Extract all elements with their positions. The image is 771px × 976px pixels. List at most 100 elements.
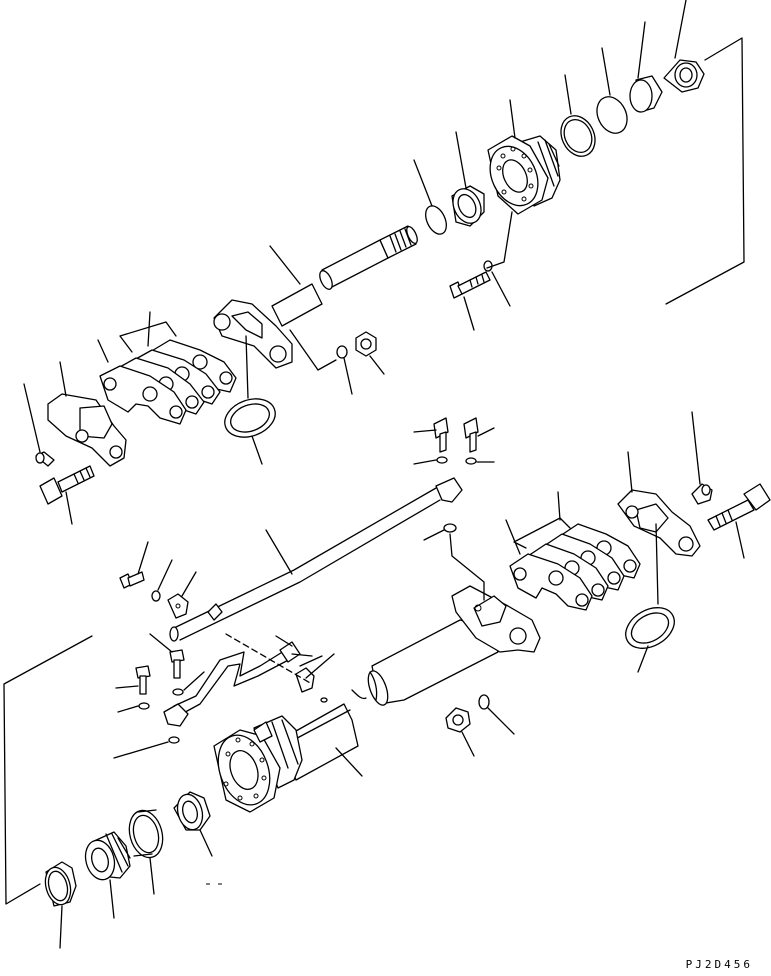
bolt-left-mid <box>120 572 144 588</box>
grease-fitting-lower <box>692 484 712 504</box>
leader-clamp-bracket-a <box>182 572 196 596</box>
leader-nut-lower <box>462 732 474 756</box>
leader-washer-left-mid <box>158 560 172 590</box>
nut-lower <box>446 708 470 732</box>
leader-o-ring-upper <box>602 48 610 95</box>
shim-plates-upper <box>100 340 236 424</box>
leader-bolt-left-mid <box>138 542 148 574</box>
washer-pipe-b <box>466 458 476 464</box>
bolt-pipe-a <box>434 418 448 452</box>
leader-spherical-bearing-lower <box>638 646 648 672</box>
pipe-fitting-mid <box>276 636 300 662</box>
leader-clevis-cap-upper <box>60 362 66 396</box>
leader-bolt-pipe-a <box>414 430 436 432</box>
o-ring-small-lower <box>169 737 179 743</box>
top-nut <box>664 60 704 92</box>
leader-shim-c <box>506 518 570 554</box>
snap-ring-upper <box>422 203 451 238</box>
bolt-pipe-b <box>464 418 478 452</box>
pipe-clamp-bracket-a <box>168 594 188 618</box>
leader-snap-ring-upper <box>414 160 432 206</box>
leader-bolt-left-lower-b <box>116 686 138 688</box>
hydraulic-pipe-lower <box>164 646 296 726</box>
leader-hydraulic-pipe-upper <box>266 530 292 574</box>
leader-pipe-fitting-mid <box>292 654 322 666</box>
nut-rod-eye <box>356 332 376 356</box>
leader-piston-nut <box>200 830 212 856</box>
upper-bracket-line <box>666 38 744 304</box>
washer-rod-eye <box>337 346 347 358</box>
leader-port-o-ring <box>424 530 484 600</box>
washer-lower <box>479 695 489 709</box>
leader-long-bolt-upper <box>66 492 72 524</box>
piston <box>81 832 130 883</box>
leader-washer-left-lower-a <box>184 672 204 690</box>
washer-left-lower-a <box>173 689 183 695</box>
piston-seal <box>41 862 76 907</box>
leader-rod-eye <box>290 330 336 370</box>
washer-left-mid <box>152 591 160 601</box>
leader-bolt-pipe-b <box>478 428 494 436</box>
hidden-line <box>226 634 312 684</box>
long-bolt-lower <box>708 484 770 530</box>
o-ring-upper <box>591 92 632 138</box>
leader-shim-a <box>98 322 176 362</box>
cylinder-head-lower <box>209 716 302 812</box>
leader-washer-pipe-a <box>414 460 436 464</box>
leader-bolt-upper <box>464 297 474 330</box>
piston-rod <box>272 225 419 326</box>
long-bolt-upper <box>40 466 94 504</box>
leader-head-link <box>487 212 512 268</box>
tube-break-b <box>370 672 377 700</box>
leader-cylinder-tube <box>336 748 362 776</box>
rod-eye <box>214 300 292 368</box>
backup-ring-upper <box>555 110 602 162</box>
wear-ring <box>124 807 167 862</box>
leader-nut-rod-eye <box>370 356 384 374</box>
piston-nut <box>174 792 210 833</box>
leader-ball-bearing <box>456 132 466 188</box>
leader-wear-ring <box>150 858 154 894</box>
leader-bolt-left-lower-a <box>150 634 172 652</box>
cylinder-tube <box>280 586 540 780</box>
leader-bushing <box>638 22 645 78</box>
leader-shim-d <box>558 492 560 520</box>
leader-grease-fitting-lower <box>692 412 700 484</box>
leader-clevis-cap-lower <box>628 452 632 492</box>
washer-left-lower-b <box>139 703 149 709</box>
leader-o-ring-small-lower <box>114 742 168 758</box>
leader-cylinder-head-upper <box>510 100 515 138</box>
clevis-cap-upper <box>48 394 126 466</box>
leader-shim-b <box>148 312 150 346</box>
leader-top-nut <box>675 0 686 58</box>
leader-washer-rod-eye <box>344 358 352 394</box>
washer-pipe-a <box>437 457 447 463</box>
clevis-cap-lower <box>618 490 700 556</box>
shim-plates-lower <box>510 524 640 610</box>
spherical-bearing-lower <box>618 599 681 656</box>
leader-piston-rod <box>270 246 300 284</box>
bolt-left-lower-b <box>136 666 150 694</box>
leader-clevis-cap-lower-b <box>656 524 658 604</box>
leader-washer-left-lower-b <box>118 706 138 712</box>
leader-backup-ring-upper <box>565 75 571 114</box>
port-o-ring <box>444 524 456 532</box>
leader-spherical-bearing-upper <box>246 336 262 464</box>
bolt-upper <box>450 272 490 298</box>
leader-piston <box>110 880 114 918</box>
leader-washer-lower <box>488 708 514 734</box>
pipe-clip-a <box>208 604 222 620</box>
drawing-code: PJ2D456 <box>685 958 753 971</box>
bushing <box>630 76 662 112</box>
washer-mid-small <box>321 698 327 702</box>
bolt-left-lower-a <box>170 650 184 678</box>
leader-grease-fitting-upper <box>24 384 40 452</box>
leader-washer-upper <box>492 272 510 306</box>
washer-upper <box>484 261 492 271</box>
leader-clamp-bracket-b <box>306 654 334 678</box>
spherical-bearing-upper <box>219 392 280 444</box>
cylinder-head-upper <box>481 136 560 214</box>
lower-bracket-line <box>4 636 92 904</box>
leader-piston-seal <box>60 906 62 948</box>
